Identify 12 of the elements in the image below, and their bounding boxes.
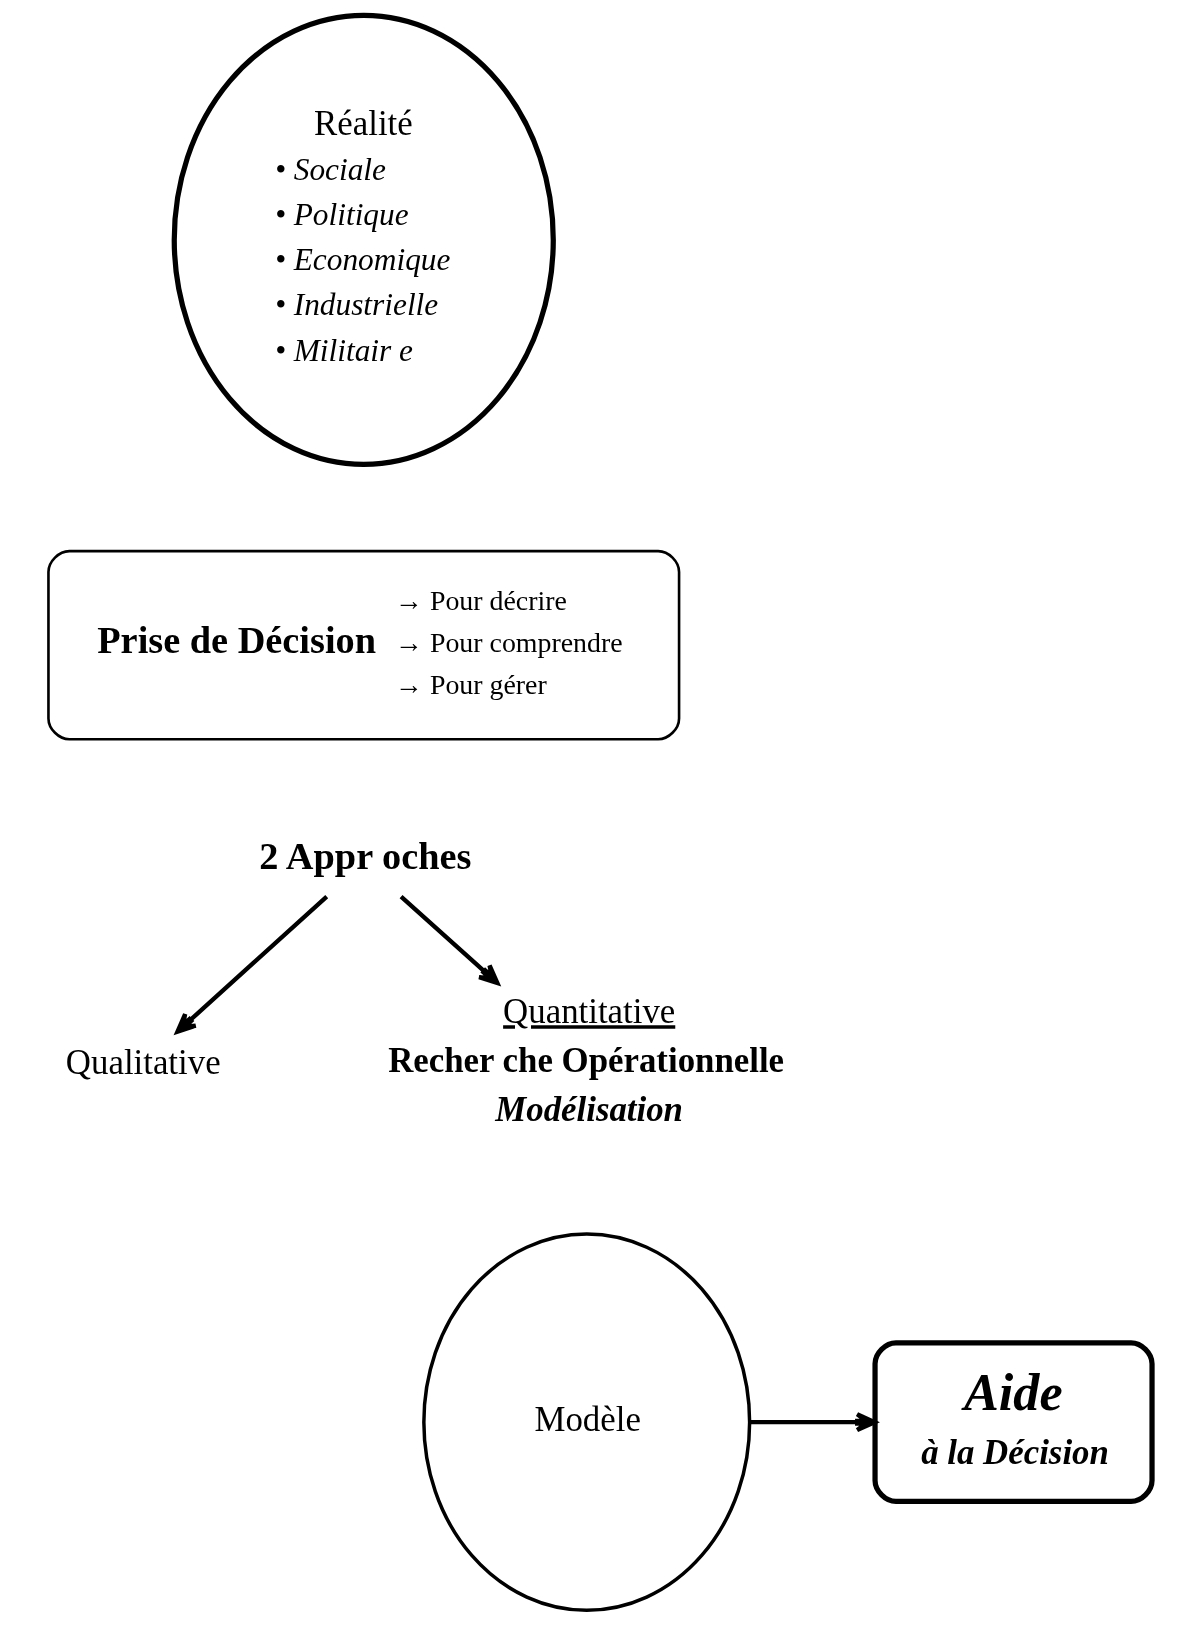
node-label: Recher che Opérationnelle [388,1041,785,1081]
node-ellipse: Réalité • Sociale • Politique • Economique • Industrielle • Militair e [171,12,556,468]
node-box: Aide à la Décision [872,1340,1155,1505]
node-box: Prise de Décision → Pour décrire → Pour comprendre → Pour gérer [47,549,681,741]
node-text: Qualitative [65,1042,221,1082]
node-text: Quantitative [503,992,676,1032]
node-label: Modélisation [495,1089,683,1129]
arrow [750,1412,877,1433]
arrow [175,894,329,1034]
node-text: 2 Appr oches [259,835,472,878]
node-ellipse: Modèle [422,1232,752,1613]
arrow [399,894,500,986]
